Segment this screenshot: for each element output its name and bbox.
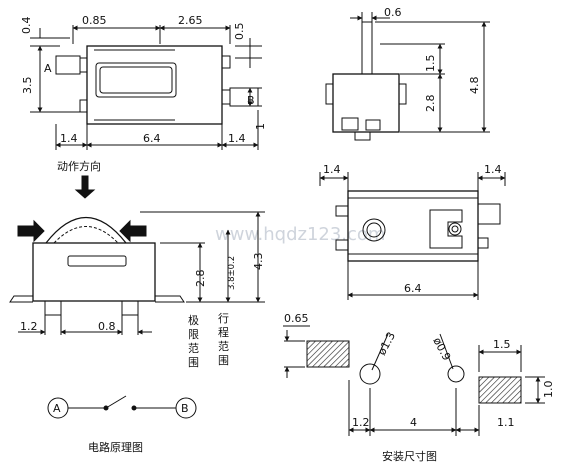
switch-contact: [105, 395, 127, 409]
side-view: [325, 12, 490, 141]
dim-action-28: 2.8: [194, 270, 207, 288]
limit-range-label: 极 限 范 围: [188, 313, 199, 369]
dim-mount-4: 4: [410, 416, 417, 429]
left-press-arrow: [17, 219, 45, 243]
dim-mount-065: 0.65: [284, 312, 309, 325]
side-view-body: [332, 73, 400, 133]
dim-bottom-14b: 1.4: [484, 163, 502, 176]
dim-mount-11: 1.1: [497, 416, 515, 429]
action-view: [9, 175, 265, 335]
pad-right: [478, 376, 522, 404]
dim-top-14a: 1.4: [60, 132, 78, 145]
mount-hole-large: [359, 363, 381, 385]
dim-bottom-14a: 1.4: [323, 163, 341, 176]
dim-side-15: 1.5: [424, 55, 437, 73]
top-view-slot: [95, 62, 177, 98]
svg-text:围: 围: [218, 354, 229, 367]
svg-text:行: 行: [218, 312, 229, 325]
dim-mount-d09: ø0.9: [430, 335, 453, 363]
side-view-plunger: [361, 21, 373, 75]
right-press-arrow: [119, 219, 147, 243]
circuit-label-b: B: [181, 402, 189, 415]
pad-left: [306, 340, 350, 368]
dim-top-64: 6.4: [143, 132, 161, 145]
dim-top-14b: 1.4: [228, 132, 246, 145]
mounting-caption: 安装尺寸图: [382, 449, 437, 463]
mount-hole-small: [447, 365, 465, 383]
svg-text:围: 围: [188, 356, 199, 369]
circuit-label-a: A: [53, 402, 61, 415]
dim-mount-15: 1.5: [493, 338, 511, 351]
dim-top-04: 0.4: [20, 17, 33, 35]
circuit-diagram: [47, 395, 197, 419]
svg-text:极: 极: [188, 313, 199, 327]
top-view-slot-inner: [99, 66, 173, 94]
dim-top-265: 2.65: [178, 14, 203, 27]
dim-action-43: 4.3: [252, 253, 265, 271]
bottom-post-left: [362, 218, 386, 242]
watermark-text: www.hqdz123.com: [215, 224, 385, 245]
svg-text:范: 范: [188, 341, 199, 355]
stroke-range-label: 行 程 范 围: [218, 312, 229, 367]
svg-text:限: 限: [188, 328, 199, 341]
dim-mount-12: 1.2: [352, 416, 370, 429]
dim-action-12: 1.2: [20, 320, 38, 333]
dim-action-08: 0.8: [98, 320, 116, 333]
bottom-view: [319, 172, 506, 300]
bottom-terminal-right: [477, 203, 501, 225]
label-terminal-a: A: [44, 62, 52, 75]
svg-text:范: 范: [218, 339, 229, 353]
plunger-dome: [45, 217, 127, 244]
top-view: [30, 25, 262, 150]
dim-mount-d13: ø1.3: [375, 330, 398, 358]
dim-top-085: 0.85: [82, 14, 107, 27]
press-down-arrow: [74, 175, 96, 199]
dim-mount-10: 1.0: [542, 381, 555, 399]
action-view-body: [32, 242, 156, 302]
dim-top-35: 3.5: [21, 77, 34, 95]
dim-side-28: 2.8: [424, 95, 437, 113]
top-view-body: [86, 45, 223, 125]
dim-side-06: 0.6: [384, 6, 402, 19]
svg-text:程: 程: [218, 326, 229, 339]
bottom-contact-plate: [429, 209, 463, 249]
dim-side-48: 4.8: [468, 77, 481, 95]
label-terminal-b: B: [247, 94, 255, 107]
terminal-a: [55, 55, 81, 75]
dim-action-range: 3.8±0.2: [227, 256, 237, 290]
dim-top-05: 0.5: [233, 23, 246, 41]
action-direction-label: 动作方向: [57, 159, 101, 173]
mounting-layout: [283, 325, 545, 436]
dim-bottom-64: 6.4: [404, 282, 422, 295]
dim-top-1: 1: [254, 123, 267, 130]
circuit-caption: 电路原理图: [88, 441, 143, 454]
